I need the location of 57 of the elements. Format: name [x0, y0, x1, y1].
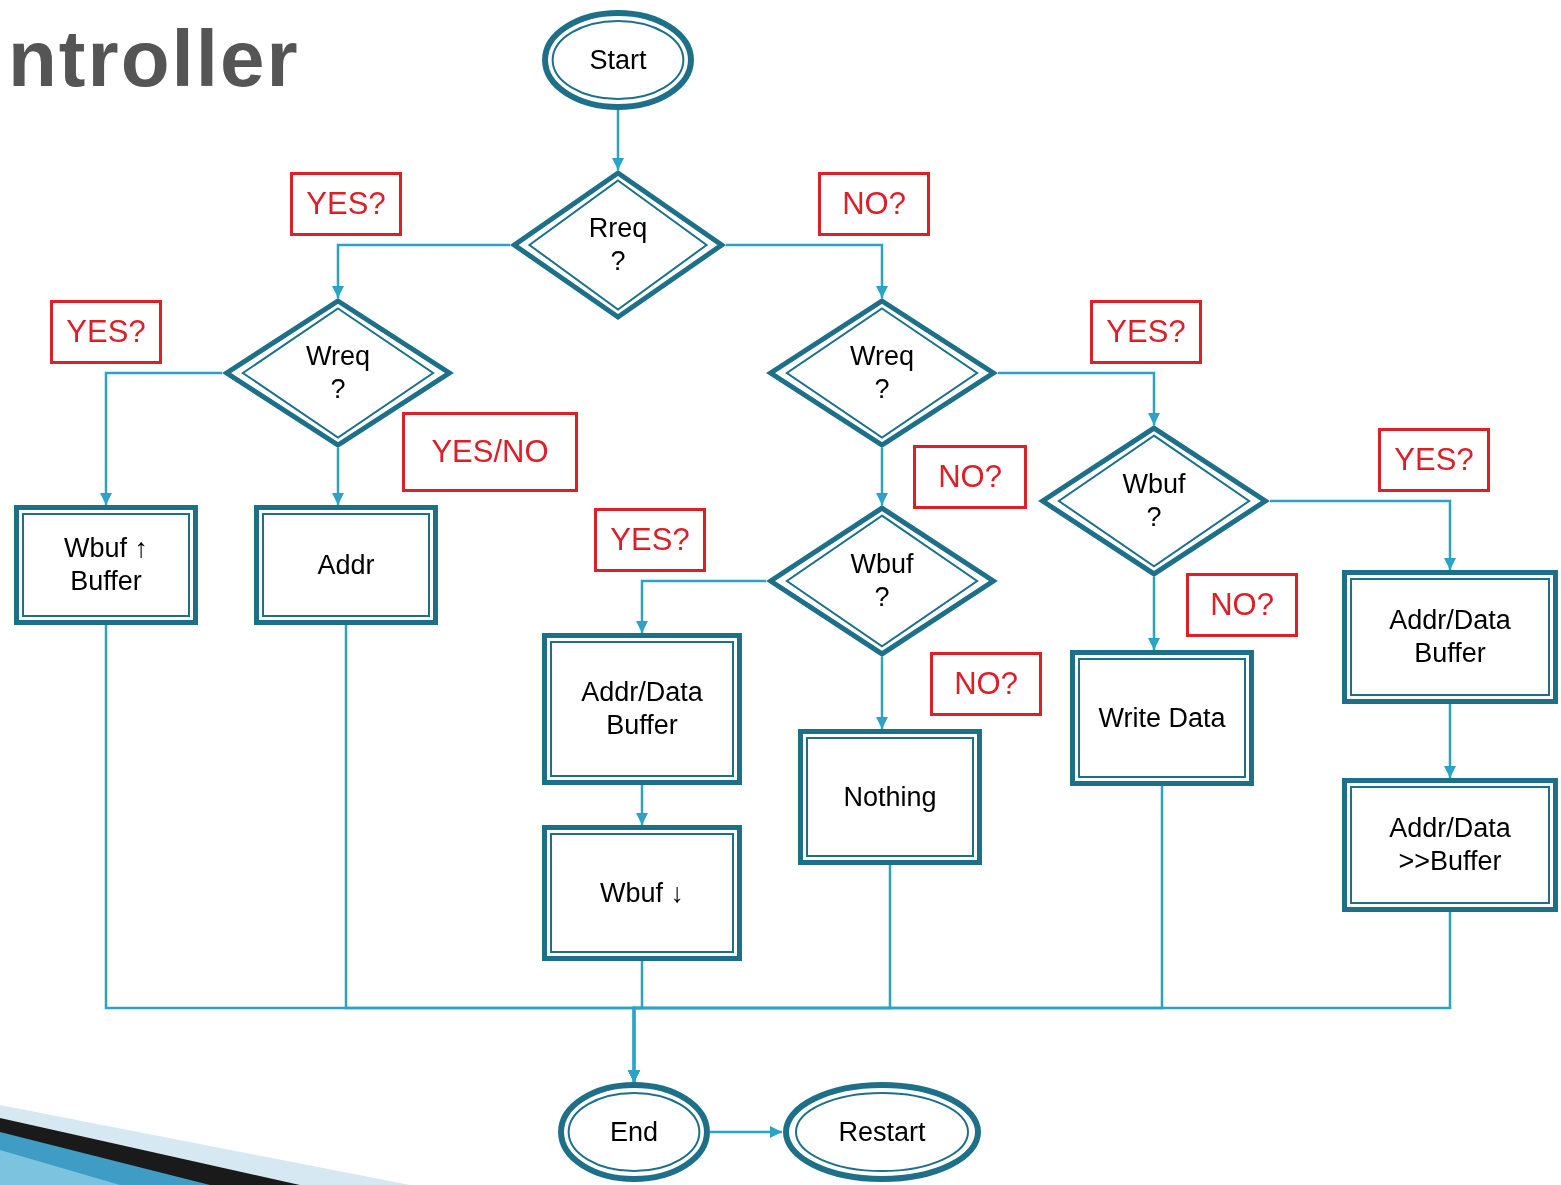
process-box [254, 505, 438, 625]
node-label: Wbuf ? [1121, 468, 1187, 534]
connector-arrow [726, 243, 889, 298]
connector-arrow [99, 371, 222, 505]
node-label: Addr/Data Buffer [580, 676, 704, 742]
connector-arrow [627, 912, 1452, 1082]
process-box [542, 633, 742, 785]
edge-label: YES? [1378, 428, 1490, 492]
edge-label: NO? [1186, 573, 1298, 637]
edge-label: NO? [818, 172, 930, 236]
edge-label: YES/NO [402, 412, 578, 492]
node-label: Addr/Data >>Buffer [1388, 812, 1512, 878]
node-label: End [609, 1115, 658, 1149]
connector-arrow [611, 110, 625, 170]
node-label: Addr/Data Buffer [1388, 604, 1512, 670]
node-label: Nothing [843, 780, 937, 814]
node-label: Rreq ? [587, 212, 649, 278]
node-label: Wbuf ↓ [600, 876, 684, 910]
connector-arrow [710, 1125, 782, 1139]
connector-arrow [875, 657, 889, 729]
edge-label: YES? [290, 172, 402, 236]
decision-diamond [1038, 425, 1270, 577]
connector-arrow [875, 448, 889, 505]
process-box [542, 825, 742, 961]
decision-diamond [766, 298, 998, 448]
decision-diamond [766, 505, 998, 657]
terminal-ellipse [558, 1082, 710, 1182]
slide-title: ntroller [8, 14, 300, 104]
node-label: Wreq ? [305, 340, 371, 406]
connector-arrow [331, 448, 345, 505]
node-label: Wbuf ? [849, 548, 915, 614]
edge-label: YES? [594, 508, 706, 572]
connector-arrow [1270, 499, 1457, 570]
process-box [1342, 778, 1558, 912]
connector-arrow [635, 579, 766, 633]
edge-label: NO? [913, 445, 1027, 509]
process-box [798, 729, 982, 865]
edge-label: YES? [50, 300, 162, 364]
connector-arrow [331, 243, 510, 298]
connector-arrow [1147, 577, 1161, 650]
process-box [1342, 570, 1558, 704]
node-label: Restart [838, 1115, 926, 1149]
connector-arrow [1443, 704, 1457, 778]
node-label: Wbuf ↑ Buffer [63, 532, 149, 598]
edge-label: YES? [1090, 300, 1202, 364]
edge-label: NO? [930, 652, 1042, 716]
terminal-ellipse [782, 1082, 982, 1182]
process-box [14, 505, 198, 625]
node-label: Addr [317, 548, 375, 582]
connector-arrow [635, 785, 649, 825]
terminal-ellipse [542, 10, 694, 110]
decision-diamond [510, 170, 726, 320]
process-box [1070, 650, 1254, 786]
connector-arrow [998, 371, 1161, 425]
node-label: Start [589, 43, 647, 77]
node-label: Wreq ? [849, 340, 915, 406]
node-label: Write Data [1098, 701, 1226, 735]
